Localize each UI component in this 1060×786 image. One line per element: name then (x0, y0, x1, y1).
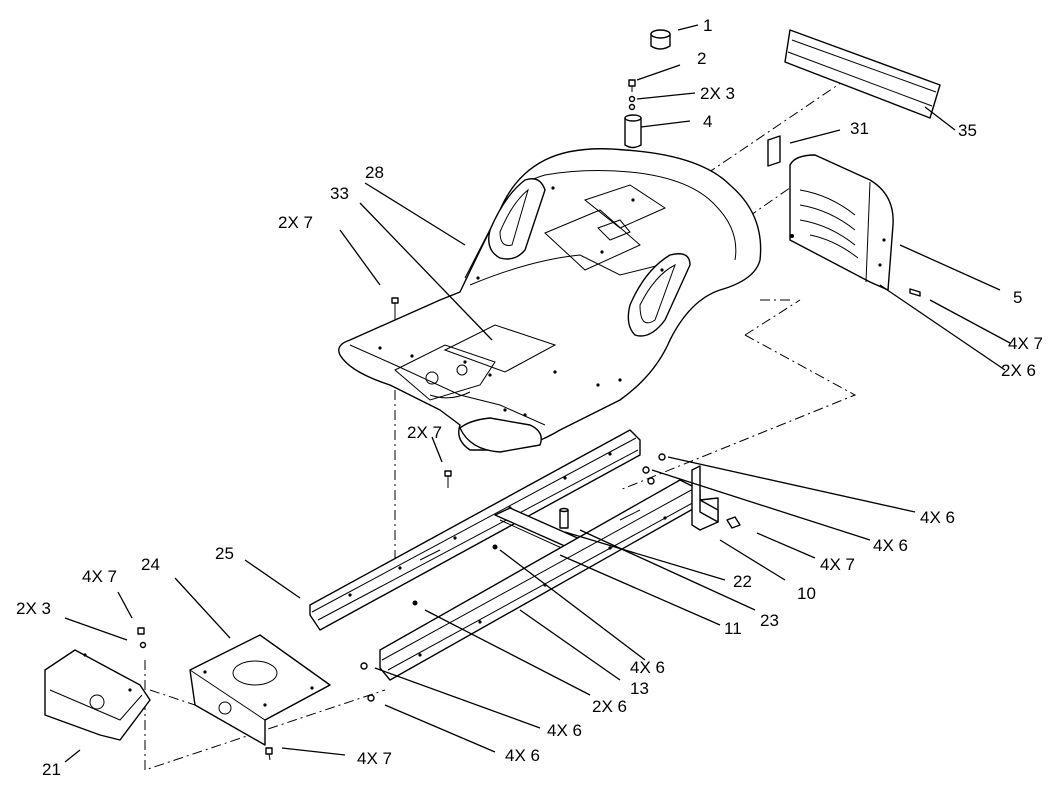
knob-assembly (624, 29, 671, 200)
leader-lines (64, 24, 1011, 763)
callout-4x7-panel: 4X 7 (1008, 334, 1043, 353)
decal (767, 135, 781, 167)
callout-24: 24 (141, 555, 160, 574)
callout-21: 21 (42, 760, 61, 779)
callout-4x6-d: 4X 6 (547, 721, 582, 740)
callout-2: 2 (697, 49, 706, 68)
bracket (691, 465, 741, 531)
callout-2x7-seat: 2X 7 (278, 213, 313, 232)
callout-4: 4 (703, 112, 712, 131)
frame-rail-25 (309, 429, 641, 631)
callout-2x6-panel: 2X 6 (1001, 361, 1036, 380)
nuts-4x6 (360, 453, 666, 702)
callout-28: 28 (365, 163, 384, 182)
callout-10: 10 (797, 584, 816, 603)
callout-4x6-a: 4X 6 (920, 508, 955, 527)
callout-4x6-c: 4X 6 (630, 658, 665, 677)
callout-4x7-base: 4X 7 (357, 749, 392, 768)
hitch-plate (44, 627, 151, 741)
callout-2x6-frame: 2X 6 (592, 697, 627, 716)
callout-2x7-frame: 2X 7 (407, 423, 442, 442)
callout-22: 22 (733, 572, 752, 591)
callout-25: 25 (215, 544, 234, 563)
callout-labels: 1 2 2X 3 4 35 31 28 33 2X 7 5 4X 7 2X 6 … (16, 16, 1043, 779)
callout-23: 23 (760, 611, 779, 630)
callout-1: 1 (703, 16, 712, 35)
callout-4x7-bracket: 4X 7 (820, 555, 855, 574)
callout-35: 35 (958, 121, 977, 140)
callout-2x3-hitch: 2X 3 (16, 599, 51, 618)
side-panel (789, 154, 921, 297)
base-plate (189, 634, 331, 761)
callout-4x6-b: 4X 6 (873, 536, 908, 555)
callout-13: 13 (630, 679, 649, 698)
seat-pan (338, 148, 762, 453)
callout-4x6-e: 4X 6 (505, 746, 540, 765)
seat-pan-holes (378, 186, 664, 417)
callout-31: 31 (850, 119, 869, 138)
upper-bolts (391, 297, 452, 488)
callout-4x7-hitch: 4X 7 (82, 567, 117, 586)
rear-panel-bar (784, 29, 941, 119)
callout-2x3-top: 2X 3 (700, 84, 735, 103)
callout-5: 5 (1013, 288, 1022, 307)
callout-11: 11 (724, 619, 742, 638)
callout-33: 33 (330, 184, 349, 203)
